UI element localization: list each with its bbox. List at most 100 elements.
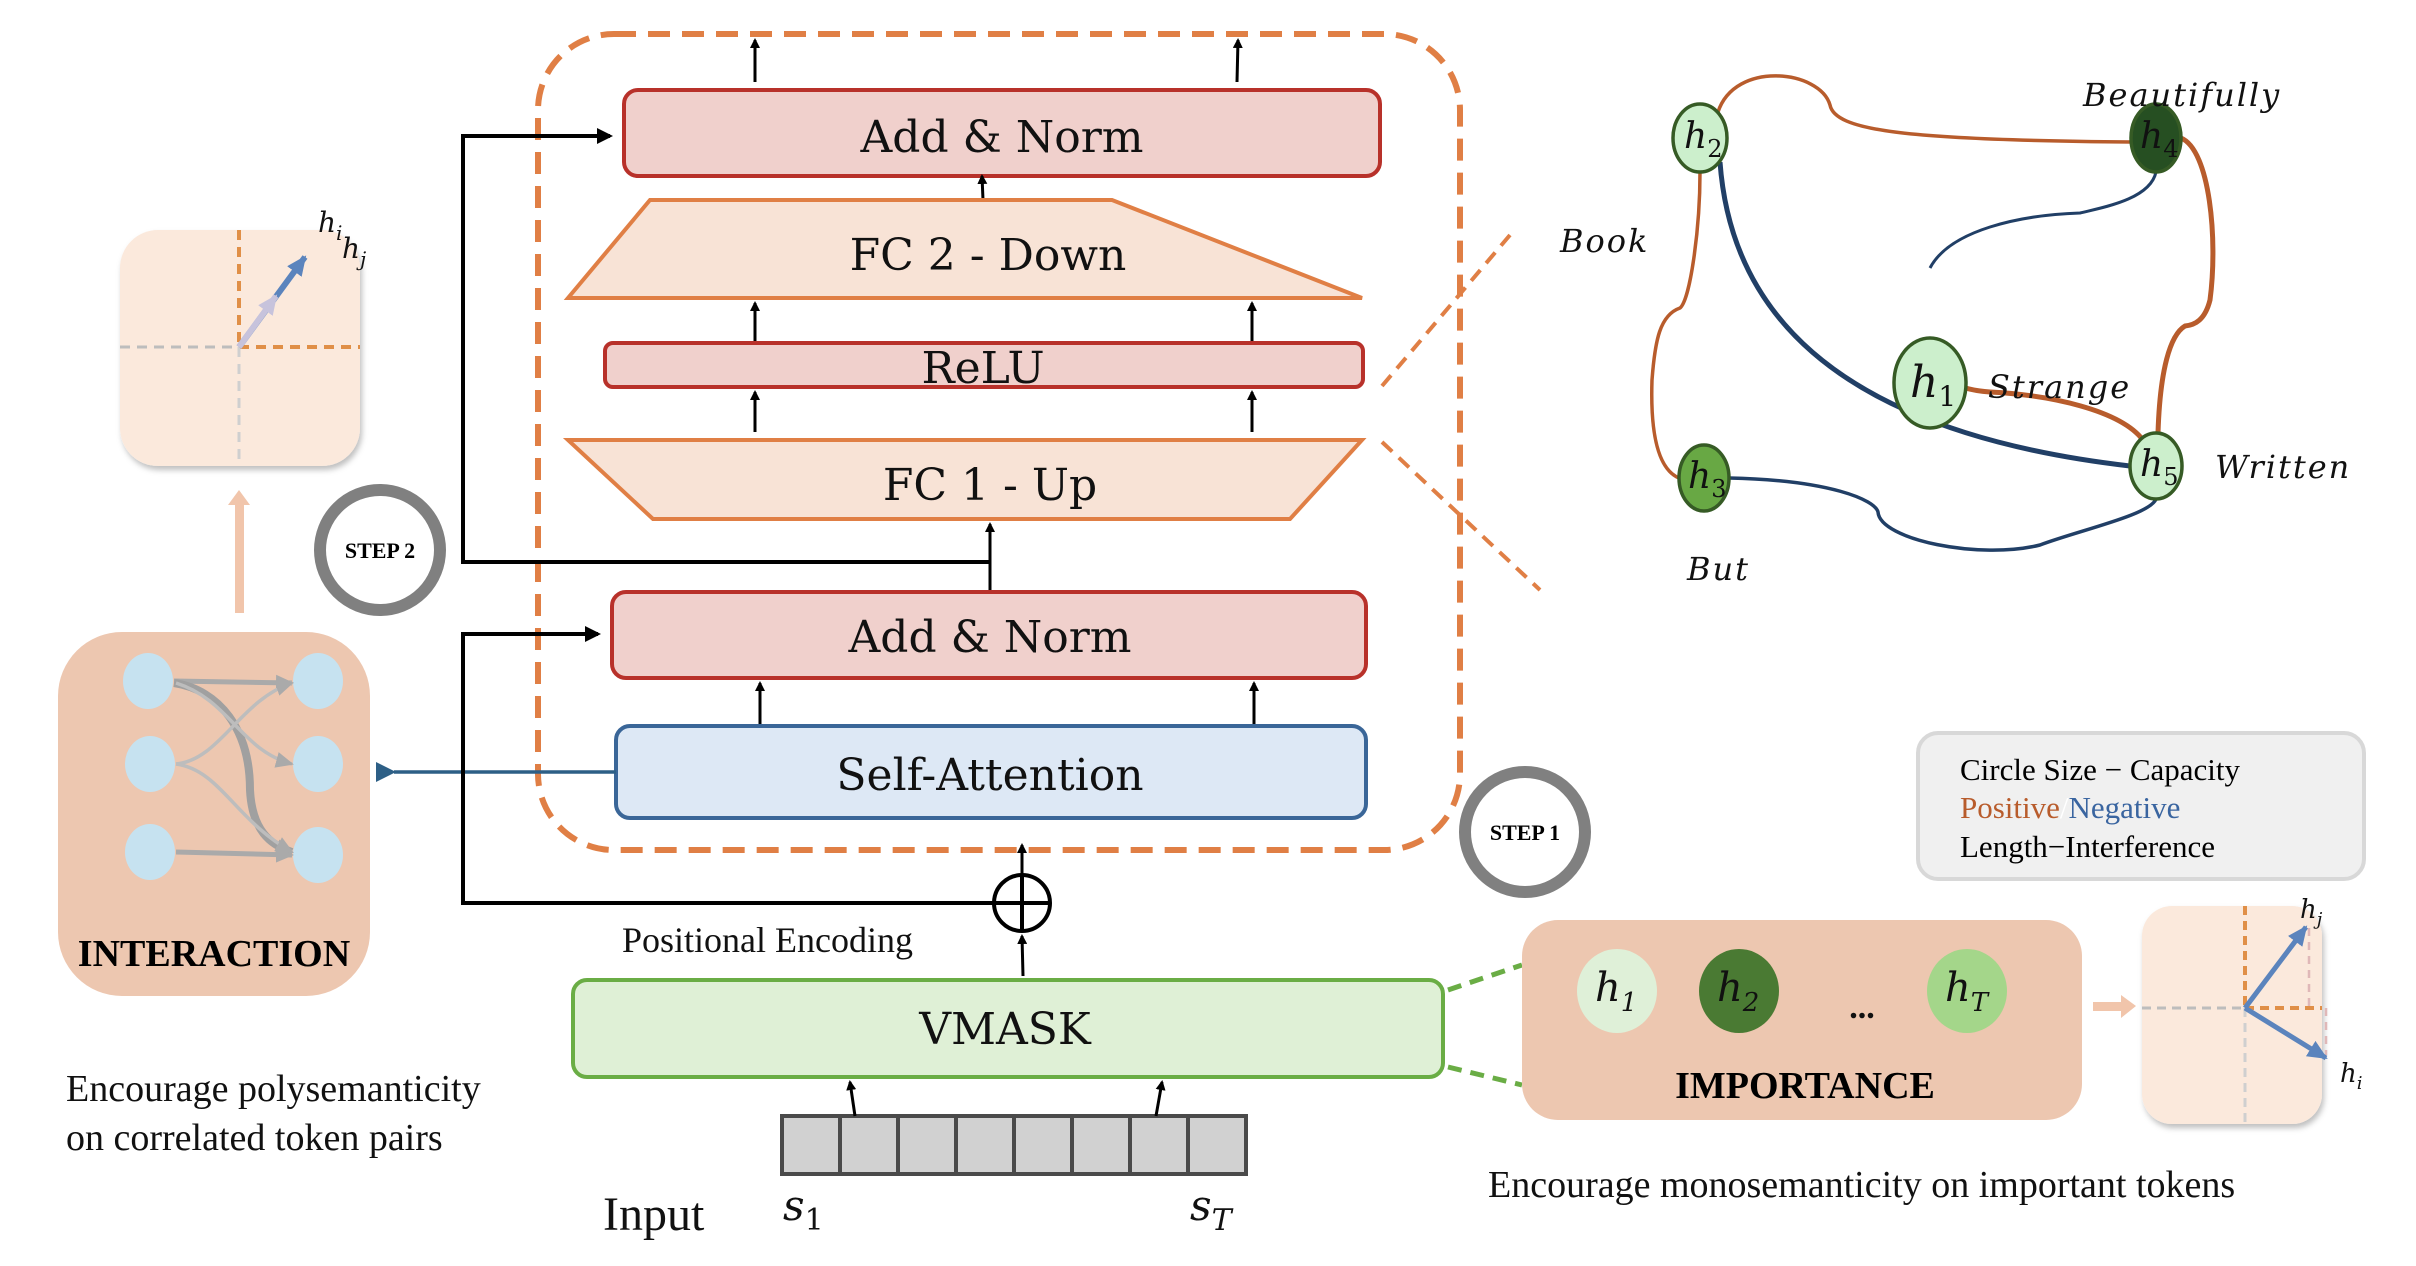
node-word-label: Beautifully xyxy=(2082,76,2281,114)
legend: Circle Size − Capacity Positive/Negative… xyxy=(1916,731,2366,881)
token-sT-label: sT xyxy=(1190,1181,1234,1238)
node-circle xyxy=(2129,102,2183,174)
importance-vector-bg xyxy=(2142,906,2322,1124)
add-norm-bottom-label: Add & Norm xyxy=(848,612,1132,663)
token-s1-label: s1 xyxy=(783,1181,824,1238)
importance-ellipsis: ... xyxy=(1849,989,1875,1026)
importance-caption: Encourage monosemanticity on important t… xyxy=(1488,1164,2235,1206)
node-circle xyxy=(2128,431,2184,501)
input-token-cell xyxy=(896,1114,958,1176)
node-circle xyxy=(1677,443,1731,513)
interaction-title: INTERACTION xyxy=(78,933,350,975)
node-word-label: Strange xyxy=(1988,368,2131,406)
node-circle xyxy=(1671,102,1729,174)
interaction-up-arrow xyxy=(228,490,250,613)
interaction-caption-line1: Encourage polysemanticity xyxy=(66,1068,481,1110)
input-token-cell xyxy=(1012,1114,1074,1176)
fc2-down-box[interactable] xyxy=(563,198,1363,300)
input-token-cell xyxy=(1186,1114,1248,1176)
vector-hi-arrow xyxy=(236,294,279,349)
add-norm-top-box[interactable] xyxy=(622,88,1382,178)
importance-tokens: h1 h2 hT xyxy=(1577,949,2007,1033)
graph-edge-negative xyxy=(1728,476,2158,552)
interaction-panel-bg xyxy=(58,632,370,996)
importance-vector-panel: hj hi xyxy=(2142,895,2363,1124)
output-arrow-right xyxy=(1232,38,1243,83)
token-label: h2 xyxy=(1717,965,1759,1018)
positional-encoding-label: Positional Encoding xyxy=(622,920,913,960)
zoom-connector-bottom xyxy=(1380,440,1542,592)
attention-residual-connection xyxy=(461,626,1022,905)
vmask-box[interactable] xyxy=(571,978,1445,1079)
transformer-block: Add & Norm FC 2 - Down ReLU FC 1 - Up Ad… xyxy=(376,31,1463,1241)
step2-label: STEP 2 xyxy=(345,538,415,563)
vector-label-hi: hi xyxy=(318,206,342,245)
step1-badge: STEP 1 xyxy=(1459,766,1591,898)
legend-sign: Positive/Negative xyxy=(1960,790,2180,825)
token-circle xyxy=(1577,949,1657,1033)
graph-edge-negative xyxy=(1928,171,2158,269)
token-label: hT xyxy=(1945,965,1990,1018)
legend-box xyxy=(1916,731,2366,881)
fc1-up-label: FC 1 - Up xyxy=(883,460,1097,511)
interaction-node-right-2 xyxy=(293,736,343,792)
step2-ring xyxy=(314,484,446,616)
transformer-dashed-border xyxy=(535,31,1463,853)
vmask-connector-top xyxy=(1447,962,1523,993)
vector-hi-arrow xyxy=(2243,1005,2328,1061)
node-label: h4 xyxy=(2140,116,2178,163)
token-circle xyxy=(1927,949,2007,1033)
input-token-cell xyxy=(1128,1114,1190,1176)
legend-length: Length−Interference xyxy=(1960,829,2215,864)
fc1-up-box[interactable] xyxy=(562,438,1367,521)
interaction-node-right-3 xyxy=(293,827,343,883)
importance-token-hT[interactable]: hT xyxy=(1927,949,2007,1033)
step2-badge: STEP 2 xyxy=(314,484,446,616)
input-token-cell xyxy=(954,1114,1016,1176)
input-token-cell xyxy=(780,1114,842,1176)
graph-edge-positive xyxy=(2155,135,2216,434)
graph-edges xyxy=(1650,74,2216,552)
relu-box[interactable] xyxy=(603,341,1365,389)
step1-label: STEP 1 xyxy=(1490,820,1560,845)
interaction-caption-line2: on correlated token pairs xyxy=(66,1117,443,1159)
node-label: h2 xyxy=(1684,116,1722,163)
token-label: h1 xyxy=(1595,965,1637,1018)
importance-token-h2[interactable]: h2 xyxy=(1699,949,1779,1033)
zoom-connector-top xyxy=(1380,233,1512,388)
add-norm-bottom-box[interactable] xyxy=(610,590,1368,680)
fc2-down-label: FC 2 - Down xyxy=(850,230,1127,281)
importance-token-h1[interactable]: h1 xyxy=(1577,949,1657,1033)
input-token-cell xyxy=(1070,1114,1132,1176)
token-sT-arrow xyxy=(1154,1080,1166,1117)
input-sequence xyxy=(780,1114,1248,1176)
graph-edge-positive xyxy=(1650,171,1702,480)
interaction-node-left-2 xyxy=(125,736,175,792)
node-label: h3 xyxy=(1688,456,1726,503)
add-norm-top-label: Add & Norm xyxy=(860,112,1144,163)
graph-edge-positive xyxy=(1716,74,2132,144)
node-label: h5 xyxy=(2140,444,2178,491)
vector-label-hj: hj xyxy=(2300,895,2323,930)
node-word-label: Book xyxy=(1559,222,1649,260)
interaction-panel: INTERACTION xyxy=(58,632,370,996)
interaction-node-left-3 xyxy=(125,824,175,880)
interaction-vector-panel: hi hj xyxy=(120,206,366,466)
ffn-residual-connection xyxy=(461,128,990,564)
token-circle xyxy=(1699,949,1779,1033)
graph-edge-negative xyxy=(1717,161,2131,469)
vector-hj-arrow xyxy=(2243,925,2308,1010)
importance-right-arrow xyxy=(2093,995,2136,1018)
input-token-cell xyxy=(838,1114,900,1176)
vector-label-hi: hi xyxy=(2340,1059,2363,1094)
vector-label-hj: hj xyxy=(342,232,366,271)
self-attention-label: Self-Attention xyxy=(836,750,1143,801)
